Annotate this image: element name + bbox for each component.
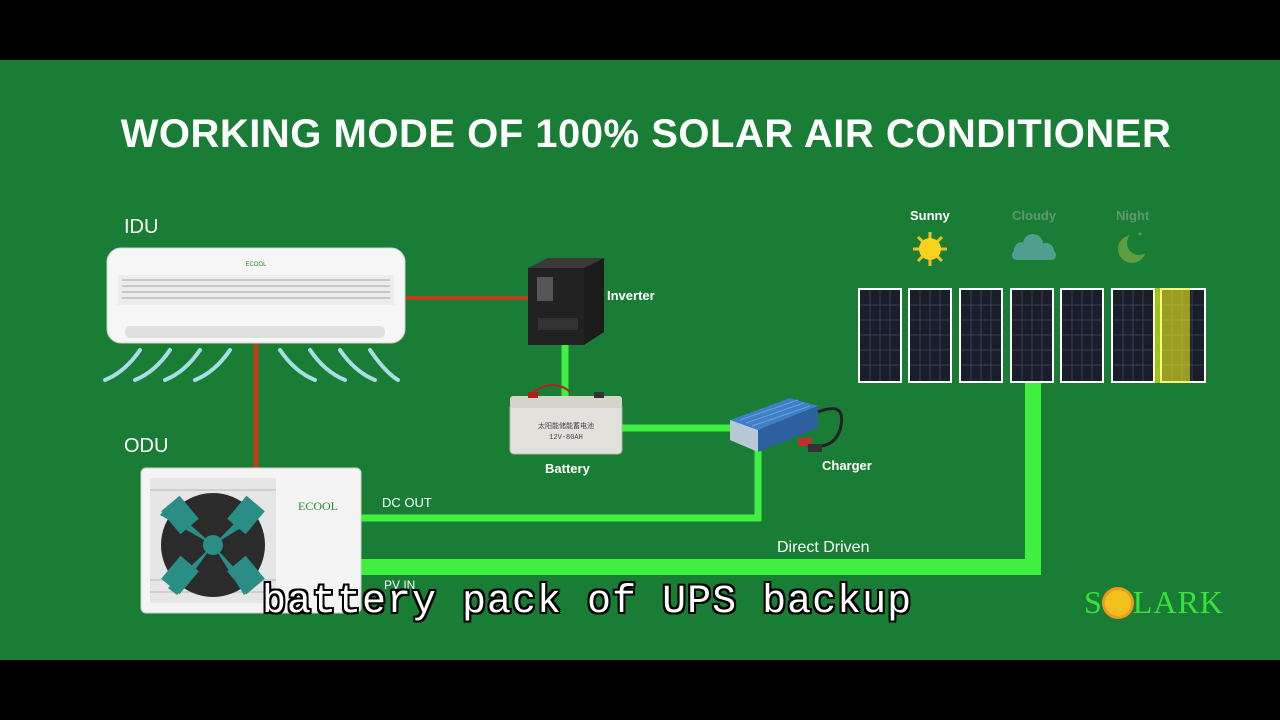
solar-panel: [959, 288, 1003, 383]
letterbox-bottom: [0, 660, 1280, 720]
logo-letter-s: S: [1084, 584, 1103, 620]
charger-label: Charger: [822, 458, 872, 473]
idu-label: IDU: [124, 216, 159, 238]
inverter: [528, 258, 604, 345]
outdoor-unit: ECOOL: [140, 467, 362, 614]
letterbox-top: [0, 0, 1280, 60]
ac-wires: [253, 296, 530, 470]
weather-sunny-label: Sunny: [910, 208, 950, 223]
battery-label-line1: 太阳能储能蓄电池: [538, 421, 594, 430]
solar-panel: [908, 288, 952, 383]
solar-panel: [1010, 288, 1054, 383]
inverter-label: Inverter: [607, 288, 655, 303]
airflow-arrow-icon: [368, 348, 400, 382]
weather-night-label: Night: [1116, 208, 1150, 223]
charger: [730, 398, 844, 452]
direct-driven-wire: [352, 374, 1041, 575]
odu-label: ODU: [124, 435, 169, 457]
solar-panel: [858, 288, 902, 383]
solar-panel: [1111, 288, 1155, 383]
airflow-arrow-icon: [163, 348, 202, 382]
sun-icon: [913, 232, 947, 266]
outdoor-unit-logo: ECOOL: [298, 499, 338, 513]
airflow-arrow-icon: [338, 348, 377, 382]
indoor-unit: ECOOL: [106, 247, 406, 344]
dc-out-label: DC OUT: [382, 495, 432, 510]
airflow-arrow-icon: [278, 348, 317, 382]
solar-panel-highlighted: [1154, 288, 1206, 383]
solar-panel: [1060, 288, 1104, 383]
solar-panels: [858, 288, 1206, 383]
direct-driven-label: Direct Driven: [777, 539, 870, 556]
airflow-arrow-icon: [103, 348, 142, 382]
fan-icon: [160, 495, 265, 595]
solark-logo: S LARK: [1084, 584, 1224, 621]
sunlight-highlight: [1154, 288, 1190, 383]
airflow-arrow-icon: [193, 348, 232, 382]
pv-in-label: PV IN: [384, 578, 416, 592]
indoor-unit-logo: ECOOL: [245, 262, 267, 268]
airflow-arrows: [103, 348, 400, 382]
airflow-arrow-icon: [133, 348, 172, 382]
airflow-arrow-icon: [308, 348, 347, 382]
dc-wires: [352, 341, 1041, 575]
battery-label: Battery: [545, 461, 590, 476]
logo-letters-lark: LARK: [1132, 584, 1224, 620]
dc-out-wire: [356, 448, 762, 522]
battery: 太阳能储能蓄电池 12V-80AH: [509, 384, 623, 455]
cloud-icon: [1012, 234, 1056, 260]
moon-icon: [1118, 231, 1151, 263]
video-subtitle: battery pack of UPS backup: [262, 580, 913, 625]
page-title: WORKING MODE OF 100% SOLAR AIR CONDITION…: [120, 112, 1172, 156]
weather-cloudy-label: Cloudy: [1012, 208, 1057, 223]
battery-label-line2: 12V-80AH: [549, 434, 583, 442]
logo-sun-icon: [1104, 590, 1131, 616]
